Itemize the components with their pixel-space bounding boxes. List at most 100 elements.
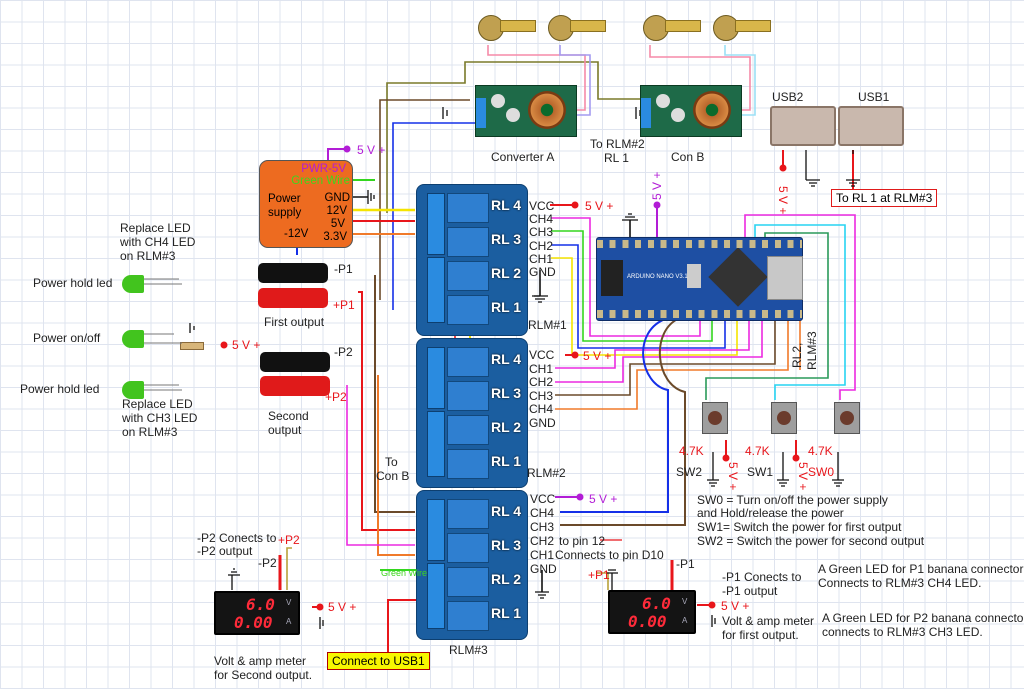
converter-b-label: Con B [671, 150, 705, 164]
rlm3-rl3: RL 3 [491, 537, 522, 553]
connect-usb1-note: Connect to USB1 [327, 652, 430, 670]
led-note-p1-2: Connects to RLM#3 CH4 LED. [818, 576, 982, 590]
rlm2-vcc-supply: 5 V + [583, 349, 612, 363]
arduino-rl2-note-2: RLM#3 [805, 331, 819, 370]
led-note-top-3: on RLM#3 [120, 249, 176, 263]
con-b-note-line1: To RLM#2 [590, 137, 645, 151]
switch-note-1: SW0 = Turn on/off the power supply [697, 493, 888, 507]
led-note-bottom-2: with CH3 LED [122, 411, 198, 425]
meter-p2: 6.0 0.00 V A [214, 591, 300, 635]
usb1-port[interactable] [838, 106, 904, 146]
meter-p2-amps: 0.00 [234, 613, 273, 632]
psu-12v-label: 12V [326, 205, 347, 217]
potentiometer-4[interactable] [713, 10, 773, 45]
converter-a-label: Converter A [491, 150, 555, 164]
led-note-top-1: Replace LED [120, 221, 191, 235]
meter-p2-volts: 6.0 [246, 595, 275, 614]
meter-p2-pos: +P2 [278, 533, 300, 547]
rlm1-ch3: CH3 [529, 225, 554, 239]
rlm2-name: RLM#2 [527, 466, 566, 480]
led-note-p1-1: A Green LED for P1 banana connector [818, 562, 1024, 576]
banana-p2-pos[interactable] [260, 376, 330, 396]
sw2-supply: 5 V + [726, 462, 740, 491]
rlm2-ch4: CH4 [529, 402, 554, 416]
switch-note-2: and Hold/release the power [697, 506, 844, 520]
rlm1-gnd: GND [529, 265, 556, 279]
converter-a [475, 85, 577, 137]
relay-module-1: RL 4 RL 3 RL 2 RL 1 [416, 184, 528, 336]
converter-b [640, 85, 742, 137]
rlm3-ch1-note: Connects to pin D10 [555, 548, 664, 562]
arduino-nano: ARDUINO NANO V3.1 [596, 237, 803, 321]
psu-name-line2: supply [268, 207, 302, 219]
rlm3-ch2-note: to pin 12 [559, 534, 606, 548]
rlm3-ch3: CH3 [530, 520, 555, 534]
rlm1-rl3: RL 3 [491, 231, 522, 247]
potentiometer-2[interactable] [548, 10, 608, 45]
arduino-supply: 5 V + [650, 171, 664, 200]
p2-neg-label: -P2 [334, 345, 353, 359]
meter-p1-supply: 5 V + [721, 599, 750, 613]
switch-note-4: SW2 = Switch the power for second output [697, 534, 925, 548]
potentiometer-1[interactable] [478, 10, 538, 45]
arduino-rl2-note-1: RL2, [790, 342, 804, 368]
switch-sw0[interactable] [834, 402, 860, 434]
usb2-supply-label: 5 V + [776, 186, 790, 215]
sw2-label: SW2 [676, 465, 703, 479]
sw0-label: SW0 [808, 465, 835, 479]
rlm3-vcc-supply: 5 V + [589, 492, 618, 506]
rlm2-vcc: VCC [529, 348, 555, 362]
rlm1-ch4: CH4 [529, 212, 554, 226]
con-b-note-line2: RL 1 [604, 151, 629, 165]
rlm1-rl2: RL 2 [491, 265, 522, 281]
led-resistor [180, 342, 204, 350]
rlm3-rl4: RL 4 [491, 503, 522, 519]
led-note-p2-1: A Green LED for P2 banana connector [822, 611, 1024, 625]
power-onoff-led [122, 330, 144, 348]
meter-p1-neg: -P1 [676, 557, 695, 571]
rlm3-green-note: Green Wire [381, 568, 428, 578]
power-hold-led-label-1: Power hold led [33, 276, 113, 290]
led-note-bottom-1: Replace LED [122, 397, 193, 411]
usb2-port[interactable] [770, 106, 836, 146]
rlm3-ch2: CH2 [530, 534, 555, 548]
meter-p1-v-unit: V [682, 597, 688, 606]
rlm3-ch4: CH4 [530, 506, 555, 520]
usb2-label: USB2 [772, 90, 804, 104]
meter-p1: 6.0 0.00 V A [608, 590, 696, 634]
p1-pos-label: +P1 [333, 298, 355, 312]
banana-p1-neg[interactable] [258, 263, 328, 283]
power-hold-led-2 [122, 381, 144, 399]
switch-sw1[interactable] [771, 402, 797, 434]
rlm2-ch3: CH3 [529, 389, 554, 403]
wire-blue [392, 122, 477, 310]
banana-p1-pos[interactable] [258, 288, 328, 308]
rlm3-vcc: VCC [530, 492, 556, 506]
usb1-label: USB1 [858, 90, 890, 104]
banana-p2-neg[interactable] [260, 352, 330, 372]
led-leads [144, 278, 182, 391]
rlm1-rl1: RL 1 [491, 299, 522, 315]
meter-p2-a-unit: A [286, 617, 292, 626]
rlm2-side-note-2: Con B [376, 469, 410, 483]
rlm1-vcc: VCC [529, 199, 555, 213]
sw1-supply: 5 V + [796, 462, 810, 491]
rlm3-gnd: GND [530, 562, 557, 576]
wire-pot-b [649, 45, 751, 111]
switch-sw2[interactable] [702, 402, 728, 434]
potentiometer-3[interactable] [643, 10, 703, 45]
relay-module-3: RL 4 RL 3 RL 2 RL 1 [416, 490, 528, 640]
rlm3-rl2: RL 2 [491, 571, 522, 587]
meter-p1-amps: 0.00 [628, 612, 667, 631]
sw2-resistor: 4.7K [679, 444, 704, 458]
usb1-note: To RL 1 at RLM#3 [831, 189, 938, 207]
rlm2-side-note-1: To [385, 455, 398, 469]
rlm3-ch1: CH1 [530, 548, 555, 562]
meter-p2-caption-1: Volt & amp meter [214, 654, 307, 668]
psu-gnd-label: GND [324, 192, 350, 204]
rlm2-rl1: RL 1 [491, 453, 522, 469]
meter-p2-neg: -P2 [258, 556, 277, 570]
meter-p1-volts: 6.0 [642, 594, 671, 613]
rlm1-ch1: CH1 [529, 252, 554, 266]
